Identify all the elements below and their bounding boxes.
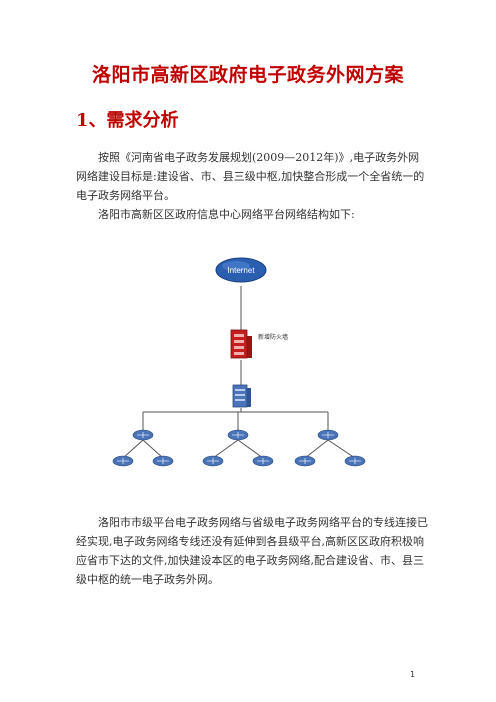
switch-icon bbox=[132, 429, 154, 441]
paragraph-current-status: 洛阳市市级平台电子政务网络与省级电子政务网络平台的专线连接已经实现,电子政务网络… bbox=[76, 516, 428, 586]
section-heading: 1、需求分析 bbox=[76, 110, 179, 131]
switch-icon bbox=[252, 455, 274, 467]
internet-cloud-icon: Internet bbox=[215, 257, 267, 283]
switch-icon bbox=[227, 429, 249, 441]
switch-icon bbox=[112, 455, 134, 467]
network-diagram: Internet 新增防火墙 bbox=[112, 257, 366, 467]
switch-icon bbox=[294, 455, 316, 467]
paragraph-structure-intro: 洛阳市高新区区政府信息中心网络平台网络结构如下: bbox=[98, 208, 355, 221]
document-title: 洛阳市高新区政府电子政务外网方案 bbox=[91, 64, 404, 86]
switch-icon bbox=[152, 455, 174, 467]
paragraph-plan-goal: 按照《河南省电子政务发展规划(2009—2012年)》,电子政务外网网络建设目标… bbox=[76, 151, 425, 202]
firewall-label: 新增防火墙 bbox=[258, 333, 288, 341]
switch-icon bbox=[344, 455, 366, 467]
firewall-icon: 新增防火墙 bbox=[230, 329, 288, 359]
switch-icon bbox=[202, 455, 224, 467]
switch-icon bbox=[317, 429, 339, 441]
internet-label: Internet bbox=[227, 266, 255, 275]
connection-lines bbox=[122, 286, 356, 459]
page-number: 1 bbox=[410, 670, 416, 679]
core-switch-icon bbox=[232, 384, 251, 408]
